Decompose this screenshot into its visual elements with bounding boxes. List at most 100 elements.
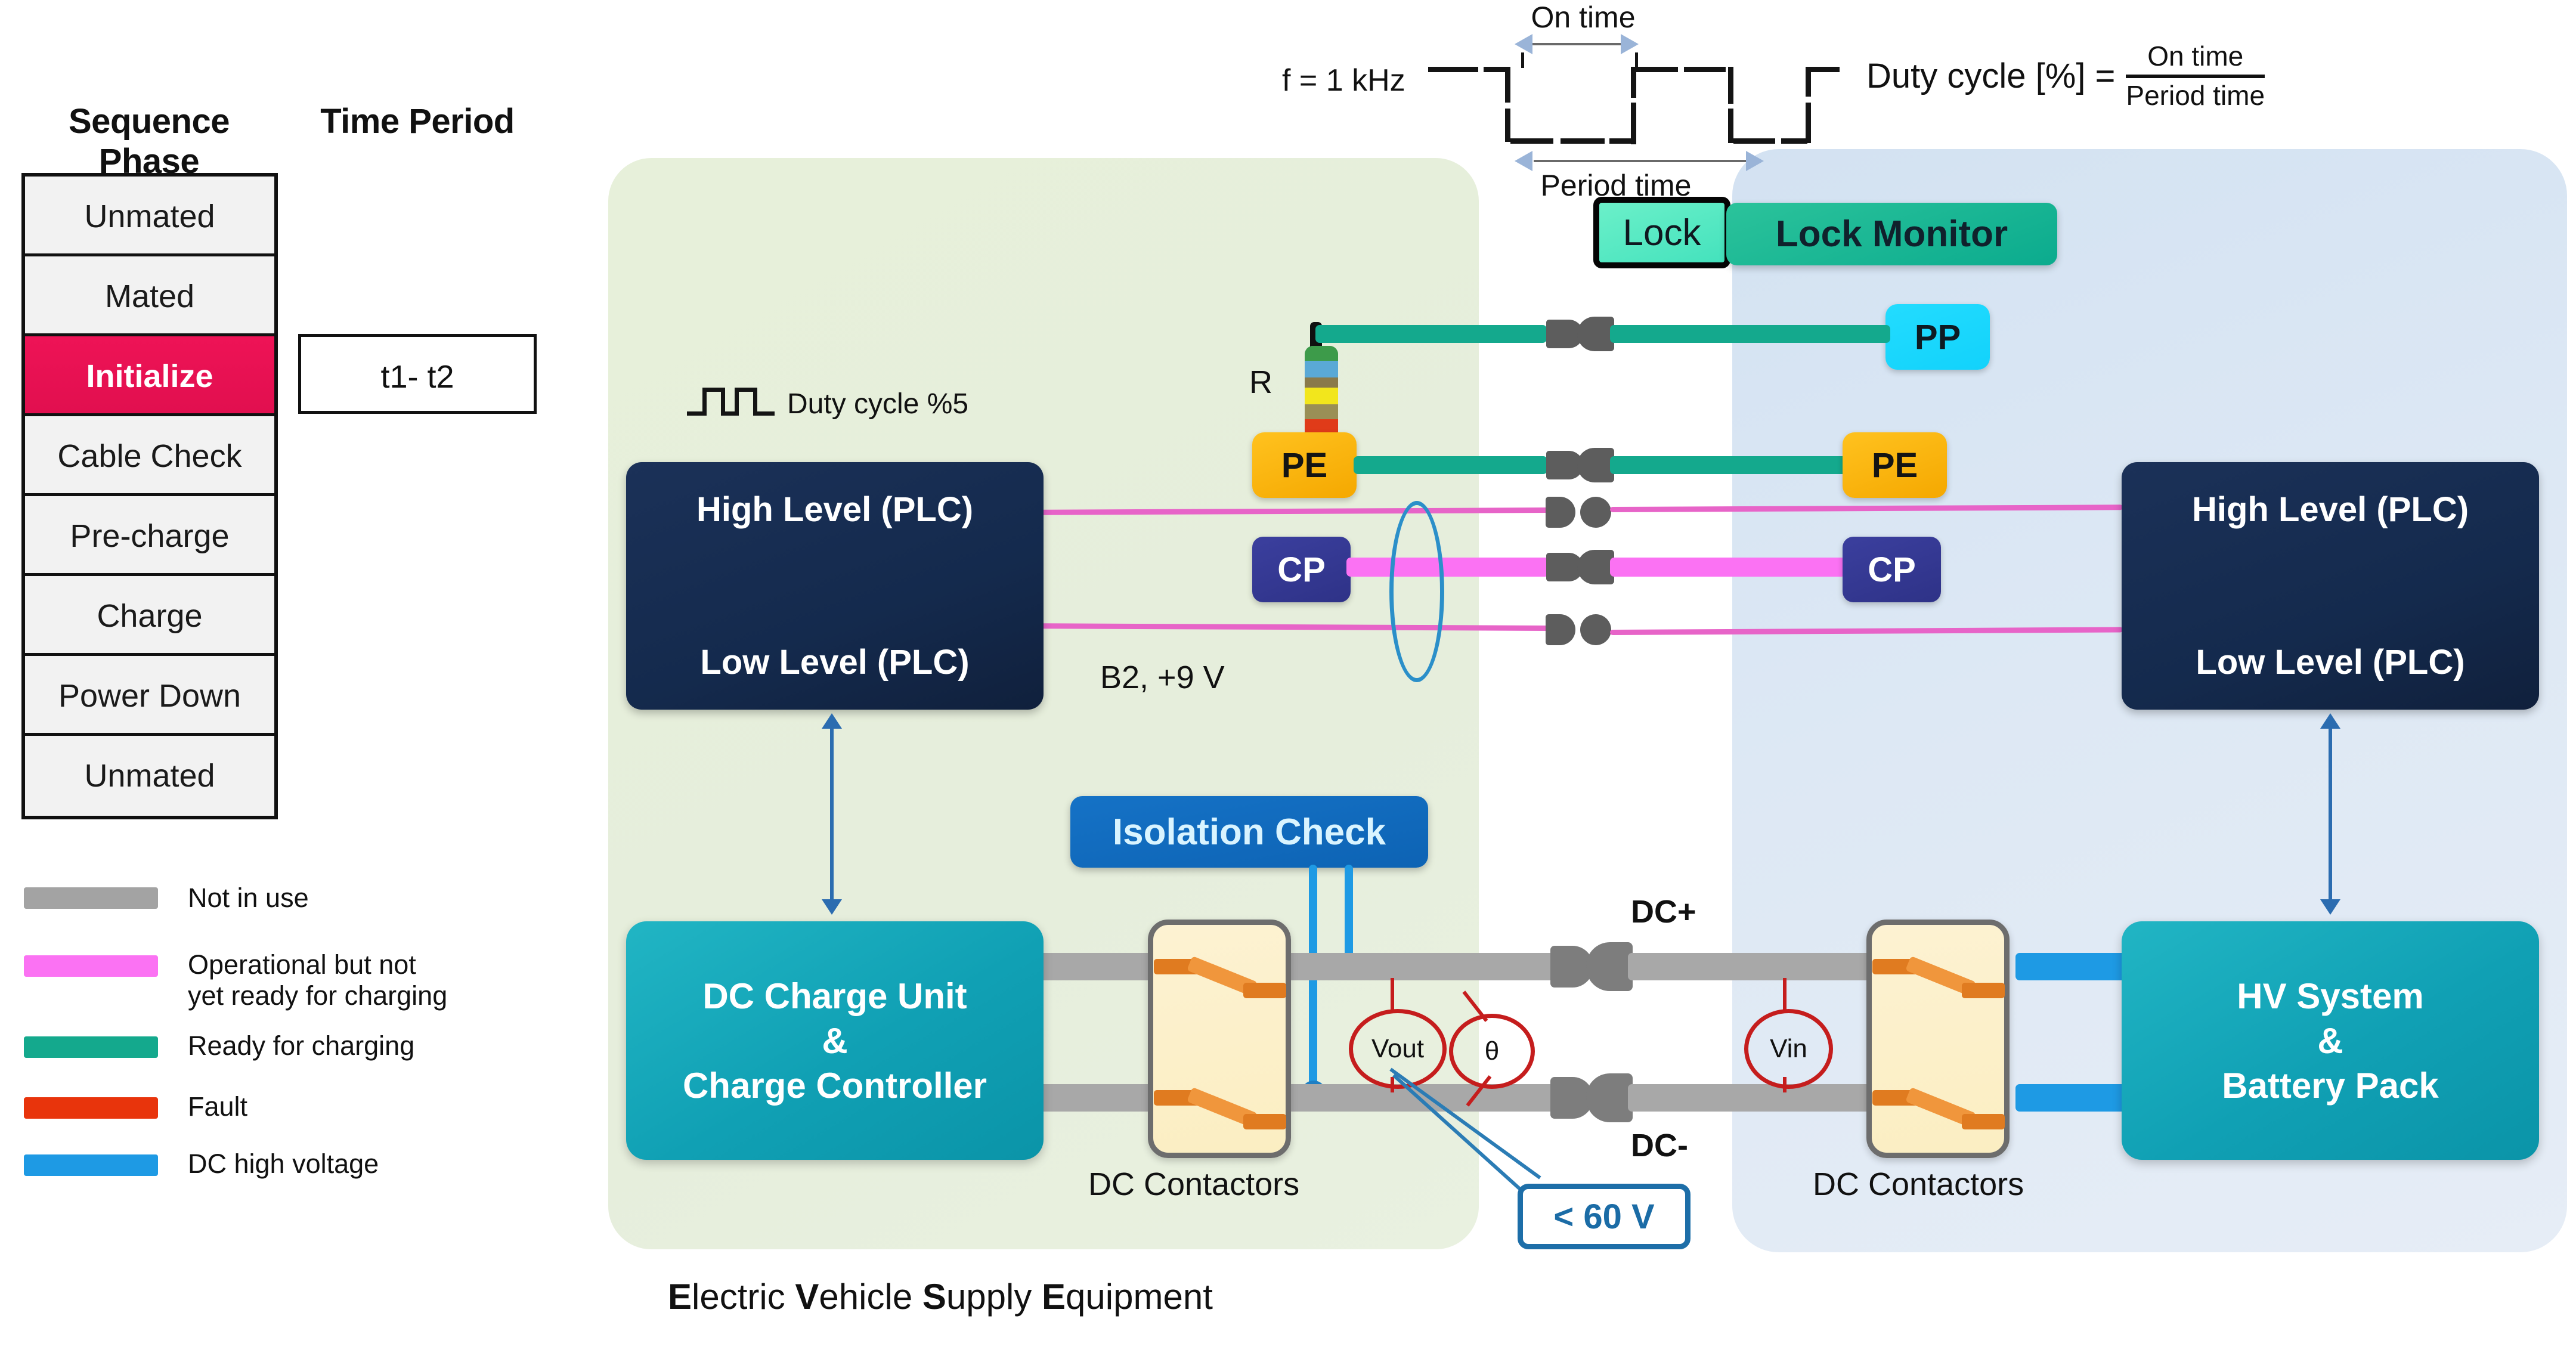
cp-box-evse[interactable]: CP (1252, 537, 1351, 602)
evse-caption-text: upply (946, 1277, 1042, 1317)
pe-box-evse[interactable]: PE (1252, 432, 1357, 498)
cp-box-ev[interactable]: CP (1843, 537, 1941, 602)
legend-color-swatch (24, 1154, 158, 1176)
duty-cycle-formula: Duty cycle [%] = On time Period time (1866, 41, 2265, 111)
formula-lhs: Duty cycle [%] = (1866, 57, 2116, 96)
dc-minus-rail-evse (1035, 1084, 1589, 1112)
pwm-wave-segment (1811, 67, 1840, 72)
sequence-phase-row[interactable]: Cable Check (25, 416, 274, 496)
period-dimension-line (1534, 160, 1747, 162)
vout-lead-bottom (1391, 1077, 1394, 1092)
isolation-check-box[interactable]: Isolation Check (1070, 796, 1428, 868)
ev-plc-link-arrow-down (2320, 899, 2340, 915)
sequence-phase-row[interactable]: Mated (25, 256, 274, 336)
dc-plus-label: DC+ (1631, 894, 1696, 930)
theta-label: θ (1484, 1036, 1500, 1066)
pwm-wave-segment (1428, 67, 1478, 72)
pwm-wave-segment (1684, 67, 1726, 72)
vout-meter: Vout (1349, 1009, 1447, 1089)
sequence-phase-row[interactable]: Power Down (25, 656, 274, 736)
pe-wire-right (1610, 456, 1847, 474)
on-time-extension (1521, 52, 1524, 68)
cp-wire-left (1346, 558, 1549, 577)
dc-charge-unit-box: DC Charge Unit & Charge Controller (626, 921, 1044, 1160)
lock-box[interactable]: Lock (1593, 197, 1730, 268)
contactor-stub-evse-bot-right (1243, 1114, 1286, 1129)
evse-plc-link-arrow-up (822, 713, 842, 729)
sequence-phase-row[interactable]: Unmated (25, 736, 274, 816)
pe-wire-left (1354, 456, 1547, 474)
isolation-probe-line-dcplus (1345, 865, 1353, 971)
pwm-period-time-label: Period time (1540, 169, 1692, 202)
legend-color-swatch (24, 887, 158, 909)
vout-label: Vout (1371, 1034, 1425, 1063)
sequence-phase-row[interactable]: Charge (25, 576, 274, 656)
duty-icon-seg (753, 411, 775, 416)
duty-icon-seg (702, 388, 725, 392)
legend-color-swatch (24, 955, 158, 977)
legend-label: DC high voltage (188, 1149, 379, 1179)
connector-plug-male-cp (1546, 553, 1583, 581)
pe-box-ev[interactable]: PE (1843, 432, 1947, 498)
contactor-stub-evse-top-right (1243, 983, 1286, 998)
isolation-probe-line-dcminus (1309, 865, 1317, 1097)
evse-plc-link-arrow-down (822, 899, 842, 915)
pwm-wave-segment (1631, 67, 1636, 98)
pp-wire-left (1315, 325, 1547, 343)
connector-plug-female-pe (1577, 448, 1614, 482)
dc-plus-rail-evse (1035, 953, 1589, 980)
legend-label: Fault (188, 1091, 248, 1122)
connector-plug-female-plc-high (1580, 497, 1611, 528)
pp-wire-right (1610, 325, 1890, 343)
duty-icon-seg (702, 388, 707, 416)
hv-system-line2: & (2317, 1020, 2343, 1061)
pwm-on-time-label: On time (1531, 1, 1636, 34)
formula-fraction-bar (2126, 74, 2265, 78)
cp-wire-right (1610, 558, 1846, 577)
vin-lead-top (1783, 978, 1787, 1013)
plc-low-label-evse: Low Level (PLC) (700, 643, 970, 682)
plc-box-evse: High Level (PLC) Low Level (PLC) (626, 462, 1044, 710)
time-period-column-header: Time Period (320, 102, 515, 141)
duty-icon-seg (735, 388, 739, 416)
pp-box[interactable]: PP (1885, 304, 1990, 370)
lock-monitor-box[interactable]: Lock Monitor (1726, 203, 2057, 265)
evse-caption-initial: E (1042, 1277, 1066, 1317)
contactor-stub-ev-bot-right (1962, 1114, 2005, 1129)
legend-color-swatch (24, 1097, 158, 1119)
on-time-dimension-line (1532, 43, 1622, 45)
sequence-phase-row[interactable]: Pre-charge (25, 496, 274, 576)
pwm-wave-segment (1636, 67, 1678, 72)
legend-color-swatch (24, 1036, 158, 1058)
connector-plug-female-dcplus (1586, 942, 1633, 991)
pwm-wave-segment (1728, 67, 1733, 104)
pwm-wave-segment (1728, 109, 1733, 143)
pwm-wave-segment (1806, 103, 1811, 143)
pwm-wave-segment (1505, 109, 1510, 142)
evse-caption: Electric Vehicle Supply Equipment (668, 1276, 1213, 1317)
voltage-callout-badge: < 60 V (1518, 1184, 1690, 1249)
dc-minus-rail-ev (1628, 1084, 1884, 1112)
duty-icon-seg (721, 411, 739, 416)
connector-plug-male-plc-high (1546, 497, 1575, 528)
connector-plug-female-cp (1577, 550, 1614, 584)
on-time-extension (1635, 52, 1638, 68)
sequence-phase-column-header: Sequence Phase (69, 102, 230, 181)
connector-plug-female-pp (1577, 317, 1614, 351)
vin-lead-bottom (1783, 1077, 1787, 1092)
vout-lead-top (1391, 978, 1394, 1013)
pwm-wave-segment (1510, 138, 1553, 144)
evse-caption-initial: S (922, 1277, 946, 1317)
sequence-phase-row[interactable]: Unmated (25, 177, 274, 256)
duty-icon-seg (735, 388, 757, 392)
on-time-arrow-right (1621, 34, 1639, 54)
theta-meter: θ (1449, 1014, 1535, 1089)
sequence-phase-row[interactable]: Initialize (25, 336, 274, 416)
formula-denominator: Period time (2126, 79, 2265, 111)
connector-plug-male-pp (1546, 320, 1583, 348)
time-period-value-box: t1- t2 (298, 334, 537, 414)
evse-caption-text: quipment (1066, 1277, 1213, 1317)
ev-plc-link-arrow-up (2320, 713, 2340, 729)
